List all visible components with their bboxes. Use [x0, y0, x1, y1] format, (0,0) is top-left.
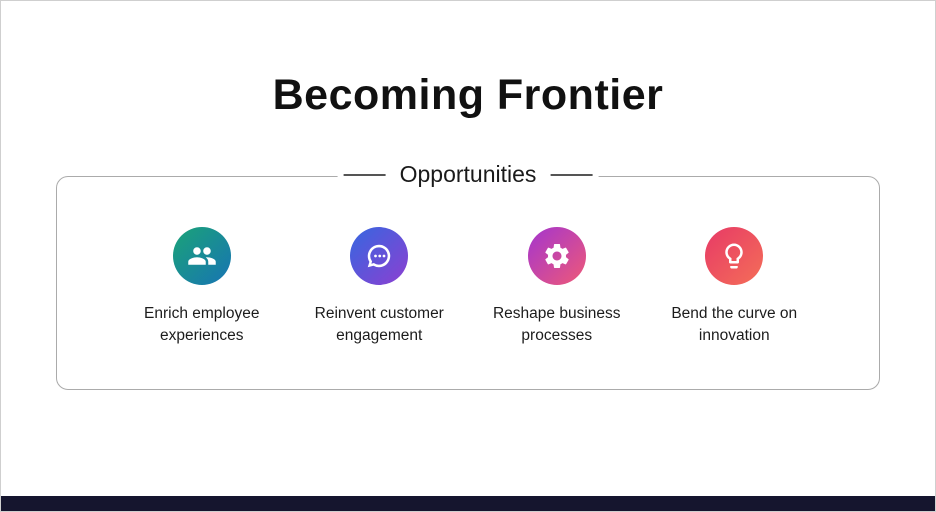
opportunity-item: Reshape business processes [468, 227, 646, 348]
opportunity-item: Bend the curve on innovation [646, 227, 824, 348]
lightbulb-icon [725, 243, 743, 269]
opportunities-row: Enrich employee experiences Reinvent cus… [57, 177, 879, 348]
opportunity-label: Reinvent customer engagement [314, 305, 444, 345]
opportunities-panel: Opportunities Enrich employee experience… [56, 161, 880, 390]
opportunity-label: Reshape business processes [492, 305, 621, 345]
icon-circle [172, 227, 231, 285]
page-title: Becoming Frontier [272, 71, 664, 119]
icon-circle [527, 227, 586, 285]
opportunity-item: Enrich employee experiences [113, 227, 291, 348]
opportunity-item: Reinvent customer engagement [291, 227, 469, 348]
panel-legend: Opportunities [337, 161, 599, 188]
people-icon [188, 247, 216, 265]
opportunity-label: Bend the curve on innovation [671, 305, 798, 345]
gear-icon [545, 244, 569, 268]
chat-icon [368, 244, 391, 268]
footer-bar [1, 496, 935, 511]
opportunity-label: Enrich employee experiences [144, 305, 260, 345]
icon-circle [350, 227, 409, 285]
icon-circle [705, 227, 764, 285]
